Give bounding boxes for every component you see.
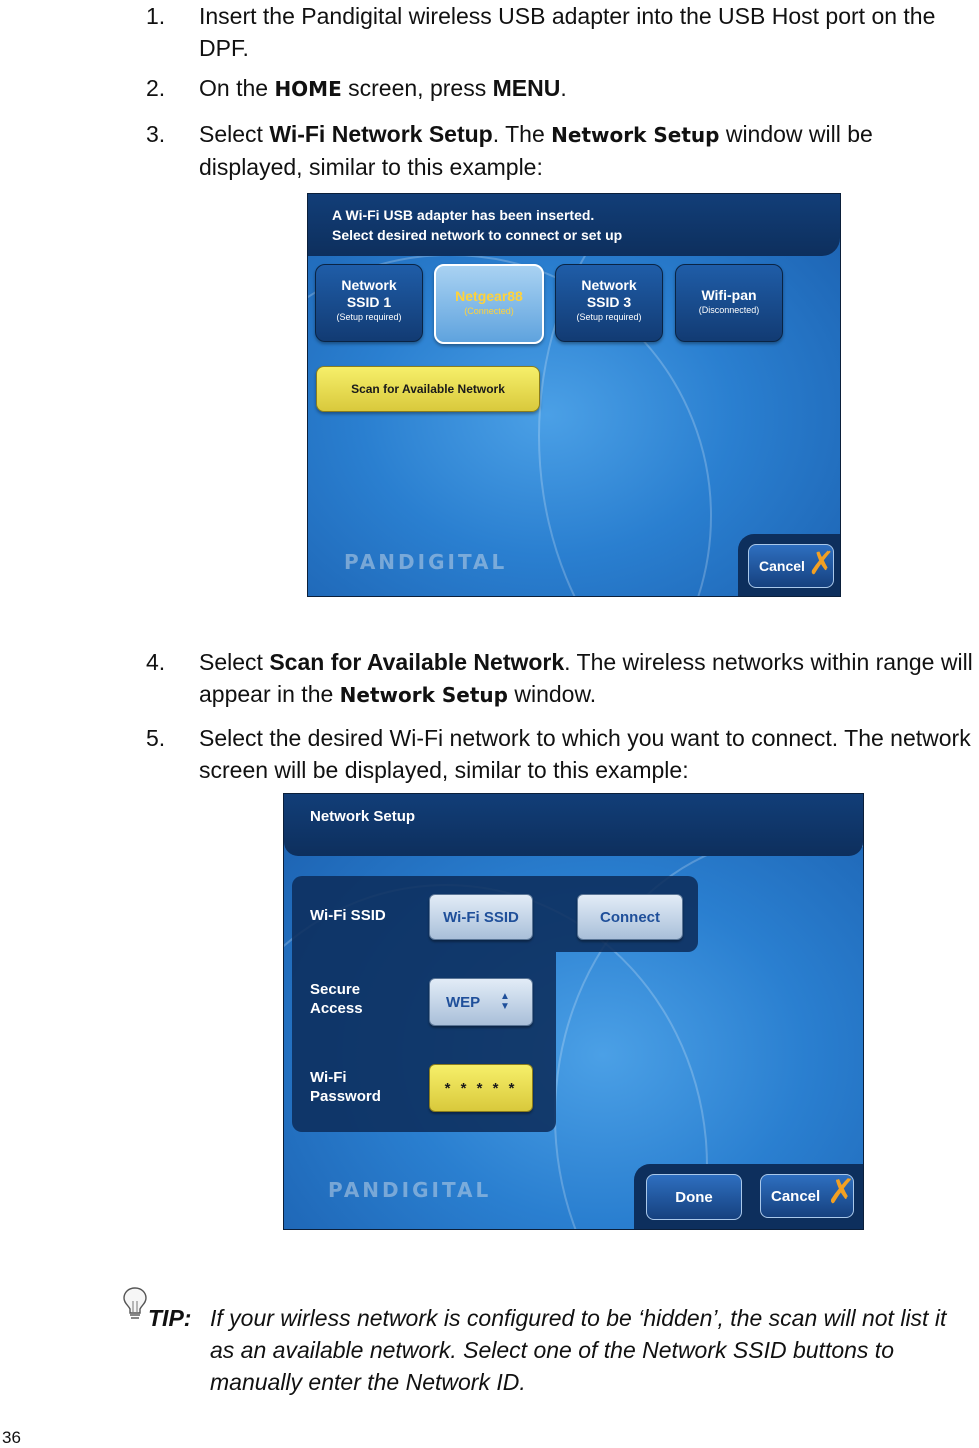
network-ssid-3-button[interactable]: Network SSID 3 (Setup required)	[555, 264, 663, 342]
step-4: 4. Select Scan for Available Network. Th…	[146, 646, 976, 711]
step-number: 4.	[146, 649, 166, 675]
tip-label: TIP:	[148, 1305, 192, 1331]
home-keyword: HOME	[274, 77, 342, 101]
header-bar: A Wi-Fi USB adapter has been inserted. S…	[308, 194, 840, 256]
step-text: Select the desired Wi-Fi network to whic…	[199, 725, 971, 783]
step-text-part: On the	[199, 75, 275, 101]
step-text-part: . The wireless networks within range wil…	[199, 649, 973, 707]
step-text-part: Select	[199, 121, 270, 147]
cancel-x-icon: ✗	[827, 1172, 856, 1212]
step-text: Select Wi-Fi Network Setup. The Network …	[199, 118, 976, 183]
done-button[interactable]: Done	[646, 1174, 742, 1220]
step-3: 3. Select Wi-Fi Network Setup. The Netwo…	[146, 118, 976, 183]
network-name: Netgear88	[455, 288, 523, 304]
network-list-screenshot: A Wi-Fi USB adapter has been inserted. S…	[307, 193, 841, 597]
secure-label-line-1: Secure	[310, 981, 361, 998]
wifi-network-setup-keyword: Wi-Fi Network Setup	[269, 121, 493, 147]
step-2: 2. On the HOME screen, press MENU.	[146, 72, 976, 105]
wifi-pan-button[interactable]: Wifi-pan (Disconnected)	[675, 264, 783, 342]
step-5: 5. Select the desired Wi-Fi network to w…	[146, 722, 976, 786]
network-name-line-2: SSID 1	[346, 294, 392, 310]
network-setup-screenshot: Network Setup Wi-Fi SSID Wi-Fi SSID Conn…	[283, 793, 864, 1230]
header-line-1: A Wi-Fi USB adapter has been inserted.	[332, 207, 595, 223]
screen-title: Network Setup	[310, 808, 416, 825]
step-text: On the HOME screen, press MENU.	[199, 72, 976, 105]
network-name: Network	[581, 277, 637, 293]
cancel-x-icon: ✗	[808, 544, 835, 582]
step-text: Select Scan for Available Network. The w…	[199, 646, 976, 711]
cancel-label: Cancel	[759, 558, 805, 574]
step-text-part: window will be displayed, similar to thi…	[199, 121, 873, 180]
network-name: Network	[341, 277, 397, 293]
step-number: 2.	[146, 75, 166, 101]
network-status: (Setup required)	[336, 312, 402, 322]
pandigital-logo: PANDIGITAL	[344, 550, 508, 574]
network-setup-keyword: Network Setup	[339, 683, 508, 707]
step-text-part: window.	[507, 681, 597, 707]
scan-for-available-network-button[interactable]: Scan for Available Network	[316, 366, 540, 412]
up-down-arrows-icon: ▲▼	[500, 991, 510, 1012]
wifi-password-field[interactable]: * * * * *	[429, 1064, 533, 1112]
header-bar: Network Setup	[284, 794, 863, 856]
step-text-part: . The	[492, 121, 552, 147]
step-text-part: screen, press	[341, 75, 493, 101]
step-number: 5.	[146, 725, 166, 751]
lightbulb-icon	[123, 1287, 147, 1319]
header-line-2: Select desired network to connect or set…	[332, 227, 623, 243]
wep-value: WEP	[446, 993, 481, 1011]
wifi-ssid-label: Wi-Fi SSID	[310, 907, 386, 924]
tip-text: If your wirless network is configured to…	[210, 1305, 947, 1395]
wep-select[interactable]: WEP	[429, 978, 533, 1026]
cancel-button[interactable]: Cancel	[760, 1174, 854, 1218]
step-1: 1. Insert the Pandigital wireless USB ad…	[146, 0, 976, 64]
network-name-line-2: SSID 3	[586, 294, 632, 310]
page-number: 36	[2, 1428, 21, 1447]
menu-keyword: MENU	[492, 75, 561, 101]
cancel-label: Cancel	[771, 1187, 821, 1205]
scan-keyword: Scan for Available Network	[269, 649, 565, 675]
netgear88-button[interactable]: Netgear88 (Connected)	[434, 264, 544, 344]
network-status: (Disconnected)	[698, 305, 760, 315]
password-label-line-2: Password	[310, 1088, 381, 1105]
step-text: Insert the Pandigital wireless USB adapt…	[199, 3, 936, 61]
pandigital-logo: PANDIGITAL	[328, 1178, 492, 1202]
step-text-part: .	[560, 75, 567, 101]
network-status: (Connected)	[464, 306, 514, 316]
wifi-ssid-button[interactable]: Wi-Fi SSID	[429, 894, 533, 940]
network-ssid-1-button[interactable]: Network SSID 1 (Setup required)	[315, 264, 423, 342]
secure-label-line-2: Access	[310, 1000, 363, 1017]
connect-button[interactable]: Connect	[577, 894, 683, 940]
network-status: (Setup required)	[576, 312, 642, 322]
network-name: Wifi-pan	[701, 287, 757, 303]
tip-note: TIP: If your wirless network is configur…	[148, 1302, 948, 1398]
password-label-line-1: Wi-Fi	[310, 1069, 347, 1086]
cancel-button[interactable]: Cancel	[748, 544, 834, 588]
step-number: 1.	[146, 3, 166, 29]
network-setup-keyword: Network Setup	[551, 123, 720, 147]
step-number: 3.	[146, 121, 166, 147]
step-text-part: Select	[199, 649, 270, 675]
